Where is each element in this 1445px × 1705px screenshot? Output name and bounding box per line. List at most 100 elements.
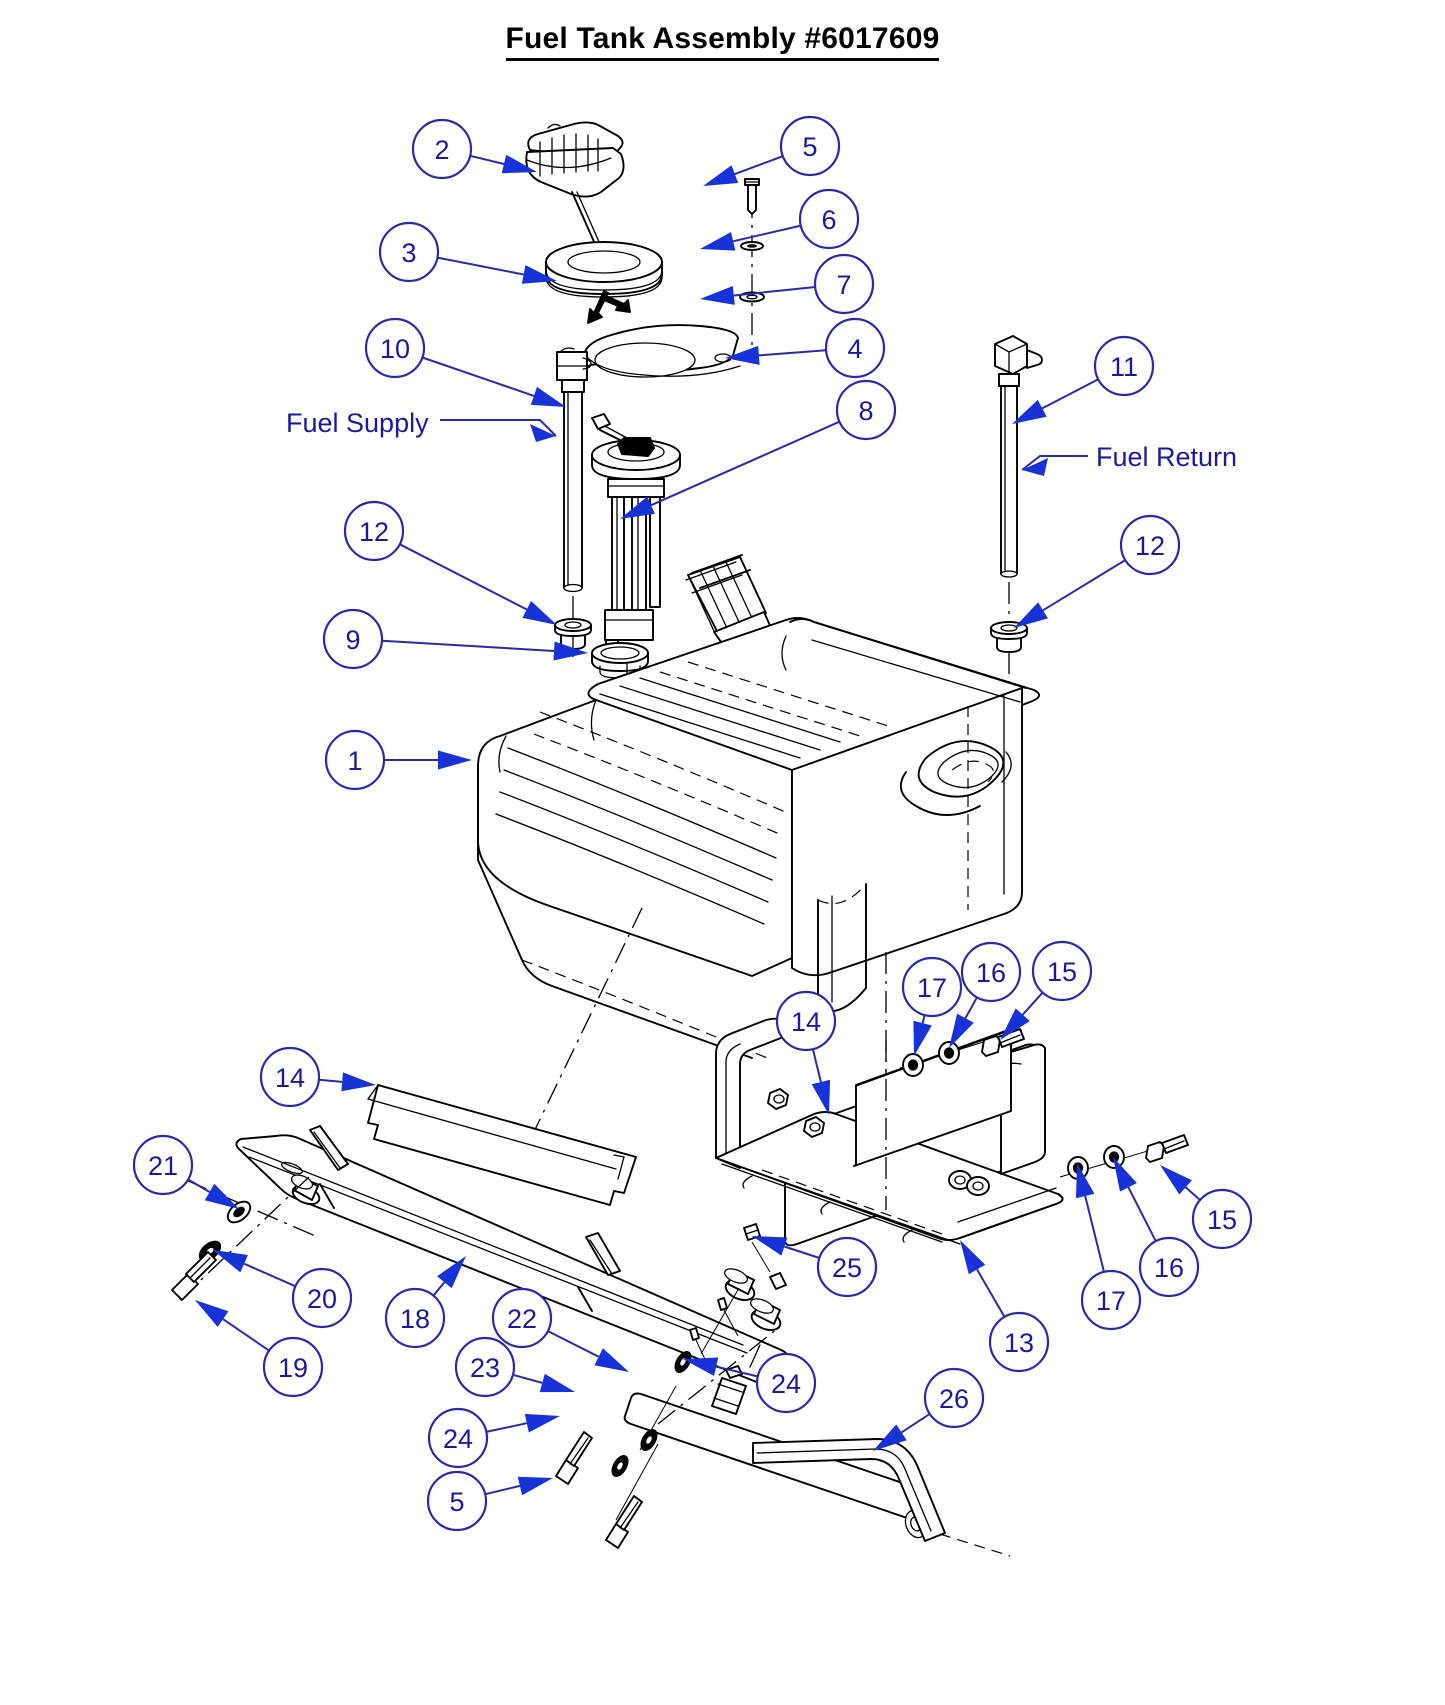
callout-balloon[interactable] [364,317,426,379]
tray-nut-3 [948,1170,990,1196]
callout-balloon[interactable] [1191,1188,1253,1250]
fuel-supply-label-text: Fuel Supply [286,408,429,438]
part-fuel-sender-unit [591,413,681,700]
callout-arrowhead [530,386,566,407]
callout-22[interactable]: 22 [491,1287,629,1372]
callout-18[interactable]: 18 [384,1256,466,1349]
callout-14[interactable]: 14 [775,990,837,1115]
callout-balloon[interactable] [775,990,837,1052]
callout-1[interactable]: 1 [324,729,472,791]
callout-arrowhead [213,1250,248,1273]
callout-balloon[interactable] [324,729,386,791]
callout-2[interactable]: 2 [411,118,537,180]
callout-12[interactable]: 12 [1014,514,1181,628]
callout-leader-line [976,1268,1006,1318]
callout-balloon[interactable] [988,1311,1050,1373]
callout-24[interactable]: 24 [683,1352,817,1414]
callout-leader-line [1084,1195,1105,1273]
callout-number: 10 [380,334,410,364]
callout-16[interactable]: 16 [949,941,1022,1048]
callout-leader-line [733,286,816,297]
callout-balloon[interactable] [411,118,473,180]
callout-balloon[interactable] [132,1134,194,1196]
callout-arrowhead [517,1476,553,1496]
callout-7[interactable]: 7 [700,253,875,315]
callout-3[interactable]: 3 [378,221,557,284]
part-filler-cap [525,121,625,279]
callout-10[interactable]: 10 [364,317,566,407]
callout-arrowhead [873,1424,907,1451]
callout-balloon[interactable] [755,1352,817,1414]
callout-balloon[interactable] [343,500,405,562]
callout-leader-line [437,256,524,276]
callout-balloon[interactable] [1119,514,1181,576]
callout-leader-line [1041,378,1099,410]
callout-balloon[interactable] [322,608,384,670]
callout-leader-line [399,543,528,611]
callout-balloon[interactable] [824,317,886,379]
callout-number: 12 [1135,531,1165,561]
callout-balloon[interactable] [454,1336,516,1398]
callout-balloon[interactable] [960,941,1022,1003]
callout-balloon[interactable] [779,115,841,177]
callout-5[interactable]: 5 [703,115,841,186]
callout-15[interactable]: 15 [1000,940,1093,1040]
callout-balloon[interactable] [259,1046,321,1108]
callout-19[interactable]: 19 [195,1300,324,1398]
callout-5[interactable]: 5 [426,1470,553,1532]
strap-boss-left [290,1174,321,1206]
callout-number: 14 [791,1007,821,1037]
text-label-fuel-supply: Fuel Supply [286,408,557,442]
callout-balloon[interactable] [378,221,440,283]
callout-balloon[interactable] [1093,335,1155,397]
callout-balloon[interactable] [798,188,860,250]
callout-balloon[interactable] [384,1287,446,1349]
callout-4[interactable]: 4 [725,317,886,379]
callout-balloon[interactable] [901,956,963,1018]
callout-balloon[interactable] [816,1236,878,1298]
callout-17[interactable]: 17 [901,956,963,1056]
callout-6[interactable]: 6 [700,188,860,251]
callout-26[interactable]: 26 [873,1367,985,1451]
callout-arrowhead [437,1256,466,1289]
callout-leader-line [432,1281,446,1297]
callout-arrowhead [524,1413,560,1433]
callout-arrowhead [522,601,557,625]
callout-balloon[interactable] [1031,940,1093,1002]
callout-11[interactable]: 11 [1012,335,1155,424]
callout-balloon[interactable] [1080,1269,1142,1331]
callout-leader-line [715,1365,759,1378]
callout-balloon[interactable] [813,253,875,315]
callout-number: 24 [443,1424,473,1454]
callout-15[interactable]: 15 [1160,1165,1253,1250]
callout-21[interactable]: 21 [132,1134,239,1209]
callout-12[interactable]: 12 [343,500,557,625]
callout-23[interactable]: 23 [454,1336,575,1398]
callout-16[interactable]: 16 [1113,1157,1200,1298]
callout-number: 23 [470,1353,500,1383]
callout-leader-line [187,1178,211,1193]
callout-balloon[interactable] [262,1336,324,1398]
callout-8[interactable]: 8 [620,379,897,519]
callout-14[interactable]: 14 [259,1046,376,1108]
callout-25[interactable]: 25 [752,1236,878,1298]
callout-24[interactable]: 24 [427,1407,560,1469]
callout-17[interactable]: 17 [1076,1163,1142,1331]
callout-balloon[interactable] [491,1287,553,1349]
callout-leader-line [732,224,802,243]
callout-balloon[interactable] [835,379,897,441]
callout-number: 7 [836,270,851,300]
callout-leader-line [222,1318,270,1352]
callout-9[interactable]: 9 [322,608,588,670]
callout-balloon[interactable] [426,1470,488,1532]
callout-arrowhead [949,1013,974,1048]
callout-balloon[interactable] [1138,1236,1200,1298]
callout-balloon[interactable] [427,1407,489,1469]
callout-number: 16 [1154,1253,1184,1283]
callout-20[interactable]: 20 [213,1250,353,1329]
callout-balloon[interactable] [923,1367,985,1429]
callout-balloon[interactable] [291,1267,353,1329]
callout-13[interactable]: 13 [960,1240,1050,1373]
callout-leader-line [734,155,784,176]
callout-number: 25 [832,1253,862,1283]
